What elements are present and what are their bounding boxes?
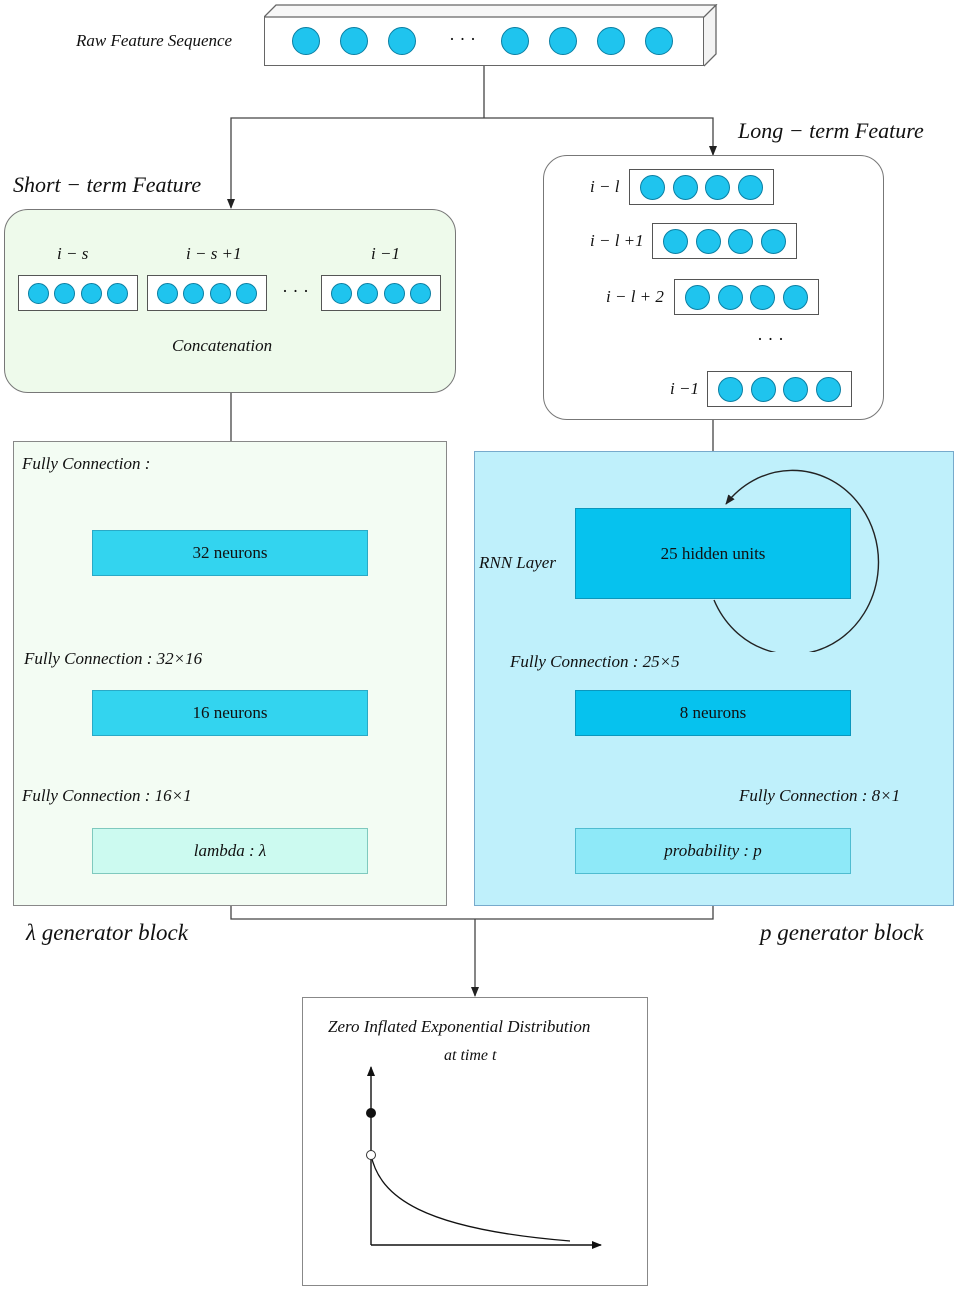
feature-dot bbox=[662, 228, 688, 254]
distribution-zero-mass-point bbox=[366, 1108, 376, 1118]
feature-dot bbox=[639, 174, 665, 200]
feature-dot bbox=[695, 228, 721, 254]
short-term-feature-vector bbox=[18, 275, 138, 311]
short-term-heading: Short − term Feature bbox=[13, 172, 202, 197]
split-to-long-arrow bbox=[484, 117, 717, 156]
raw-feature-ellipsis: · · · bbox=[449, 29, 476, 49]
feature-dot bbox=[645, 27, 673, 55]
p-block-name: p generator block bbox=[760, 920, 924, 945]
feature-dot bbox=[549, 27, 577, 55]
long-term-heading: Long − term Feature bbox=[738, 118, 924, 143]
rnn-25-hidden-units: 25 hidden units bbox=[575, 508, 851, 599]
short-term-feature-vector bbox=[147, 275, 267, 311]
rnn-recurrent-loop bbox=[713, 469, 880, 652]
lambda-16-neurons-layer: 16 neurons bbox=[92, 690, 368, 736]
raw-feature-cells: · · · bbox=[265, 17, 703, 65]
feature-dot bbox=[183, 282, 205, 304]
long-term-feature-vector bbox=[707, 371, 852, 407]
short-term-feature-vector bbox=[321, 275, 441, 311]
long-term-row-label: i − l +1 bbox=[590, 231, 644, 250]
split-to-short-arrow bbox=[227, 117, 484, 209]
short-term-ellipsis: · · · bbox=[282, 281, 309, 301]
p-8-neurons-layer: 8 neurons bbox=[575, 690, 851, 736]
long-term-feature-vector bbox=[674, 279, 819, 315]
lambda-32-neurons-layer: 32 neurons bbox=[92, 530, 368, 576]
feature-dot bbox=[717, 284, 743, 310]
p-fc-8x1-label: Fully Connection : 8×1 bbox=[739, 786, 901, 805]
distribution-plot bbox=[366, 1066, 602, 1249]
feature-dot bbox=[705, 174, 731, 200]
feature-dot bbox=[597, 27, 625, 55]
long-term-feature-vector bbox=[629, 169, 774, 205]
feature-dot bbox=[54, 282, 76, 304]
feature-dot bbox=[340, 27, 368, 55]
feature-dot bbox=[80, 282, 102, 304]
feature-dot bbox=[738, 174, 764, 200]
feature-dot bbox=[410, 282, 432, 304]
lambda-fc-16x1-label: Fully Connection : 16×1 bbox=[22, 786, 192, 805]
feature-dot bbox=[107, 282, 129, 304]
short-term-group-label: i − s bbox=[57, 244, 89, 263]
feature-dot bbox=[783, 376, 809, 402]
long-term-feature-vector bbox=[652, 223, 797, 259]
feature-dot bbox=[388, 27, 416, 55]
short-term-group-label: i −1 bbox=[371, 244, 400, 263]
raw-feature-label: Raw Feature Sequence bbox=[76, 31, 233, 50]
raw-feature-bar: · · · bbox=[264, 16, 704, 66]
rnn-layer-label: RNN Layer bbox=[479, 553, 556, 572]
distribution-title-line2: at time t bbox=[444, 1047, 497, 1064]
feature-dot bbox=[501, 27, 529, 55]
lambda-output-node: lambda : λ bbox=[92, 828, 368, 874]
long-term-row-label: i − l bbox=[590, 177, 620, 196]
feature-dot bbox=[761, 228, 787, 254]
long-term-ellipsis: · · · bbox=[757, 329, 784, 349]
feature-dot bbox=[672, 174, 698, 200]
concatenation-caption: Concatenation bbox=[172, 336, 273, 355]
distribution-title-line1: Zero Inflated Exponential Distribution bbox=[328, 1017, 591, 1036]
feature-dot bbox=[357, 282, 379, 304]
lambda-block-name: λ generator block bbox=[26, 920, 188, 945]
long-term-row-label: i −1 bbox=[670, 379, 699, 398]
feature-dot bbox=[750, 376, 776, 402]
p-fc-25x5-label: Fully Connection : 25×5 bbox=[510, 652, 680, 671]
feature-dot bbox=[383, 282, 405, 304]
feature-dot bbox=[717, 376, 743, 402]
feature-dot bbox=[236, 282, 258, 304]
feature-dot bbox=[783, 284, 809, 310]
feature-dot bbox=[209, 282, 231, 304]
feature-dot bbox=[156, 282, 178, 304]
distribution-panel bbox=[302, 997, 648, 1286]
feature-dot bbox=[684, 284, 710, 310]
distribution-decay-curve bbox=[370, 1154, 571, 1242]
short-term-group-label: i − s +1 bbox=[186, 244, 242, 263]
feature-dot bbox=[292, 27, 320, 55]
distribution-open-point bbox=[366, 1150, 376, 1160]
lambda-fc-top-label: Fully Connection : bbox=[22, 454, 151, 473]
raw-feature-bar-top bbox=[264, 4, 718, 18]
feature-dot bbox=[750, 284, 776, 310]
long-term-row-label: i − l + 2 bbox=[606, 287, 664, 306]
feature-dot bbox=[728, 228, 754, 254]
feature-dot bbox=[330, 282, 352, 304]
feature-dot bbox=[27, 282, 49, 304]
lambda-fc-32x16-label: Fully Connection : 32×16 bbox=[24, 649, 203, 668]
feature-dot bbox=[816, 376, 842, 402]
p-output-node: probability : p bbox=[575, 828, 851, 874]
